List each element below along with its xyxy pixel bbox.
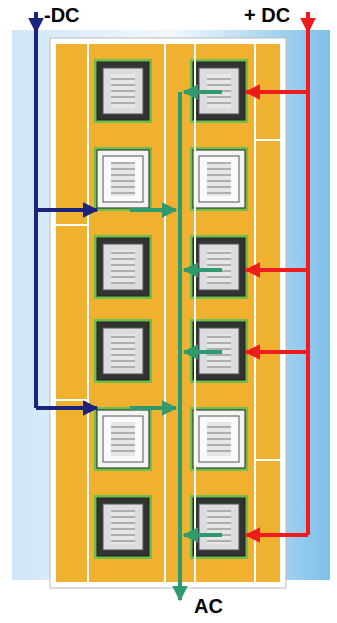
substrate (56, 44, 280, 582)
chip-die (97, 498, 149, 556)
chip-die (97, 62, 149, 120)
chip-die (97, 150, 149, 208)
chip-metal (103, 156, 143, 202)
positive-dc-bus (246, 12, 308, 535)
module-frame (50, 38, 286, 588)
bond-wires (207, 162, 231, 196)
chip-pad (94, 407, 152, 471)
ac-output (130, 92, 222, 600)
chip-metal (199, 156, 239, 202)
chip-die (193, 150, 245, 208)
chip-pad (190, 147, 248, 211)
chip-metal (103, 504, 143, 550)
chip-metal (103, 68, 143, 114)
chip-pad (94, 319, 152, 383)
signal-label: + DC (244, 5, 290, 25)
chip-die (193, 238, 245, 296)
chip-metal (103, 244, 143, 290)
chip-metal (199, 244, 239, 290)
chip-pad (94, 235, 152, 299)
chip-die (97, 322, 149, 380)
chip-metal (103, 416, 143, 462)
bond-wires (111, 510, 135, 544)
chip-pad (190, 495, 248, 559)
bond-wires (111, 422, 135, 456)
bond-wires (111, 334, 135, 368)
bond-wires (111, 250, 135, 284)
chip-metal (199, 416, 239, 462)
bond-wires (111, 74, 135, 108)
chip-pad (190, 407, 248, 471)
chip-group (94, 59, 248, 559)
bond-wires (207, 510, 231, 544)
chip-die (193, 498, 245, 556)
signal-label: -DC (44, 5, 80, 25)
signal-label: AC (194, 596, 223, 616)
chip-pad (94, 147, 152, 211)
chip-die (97, 238, 149, 296)
chip-die (97, 410, 149, 468)
chip-pad (94, 495, 152, 559)
bond-wires (207, 422, 231, 456)
bond-wires (111, 162, 135, 196)
chip-pad (190, 235, 248, 299)
chip-pad (94, 59, 152, 123)
chip-metal (103, 328, 143, 374)
chip-metal (199, 504, 239, 550)
negative-dc-bus (36, 12, 97, 408)
bond-wires (207, 250, 231, 284)
isolation-gaps (56, 44, 280, 582)
chip-die (193, 410, 245, 468)
